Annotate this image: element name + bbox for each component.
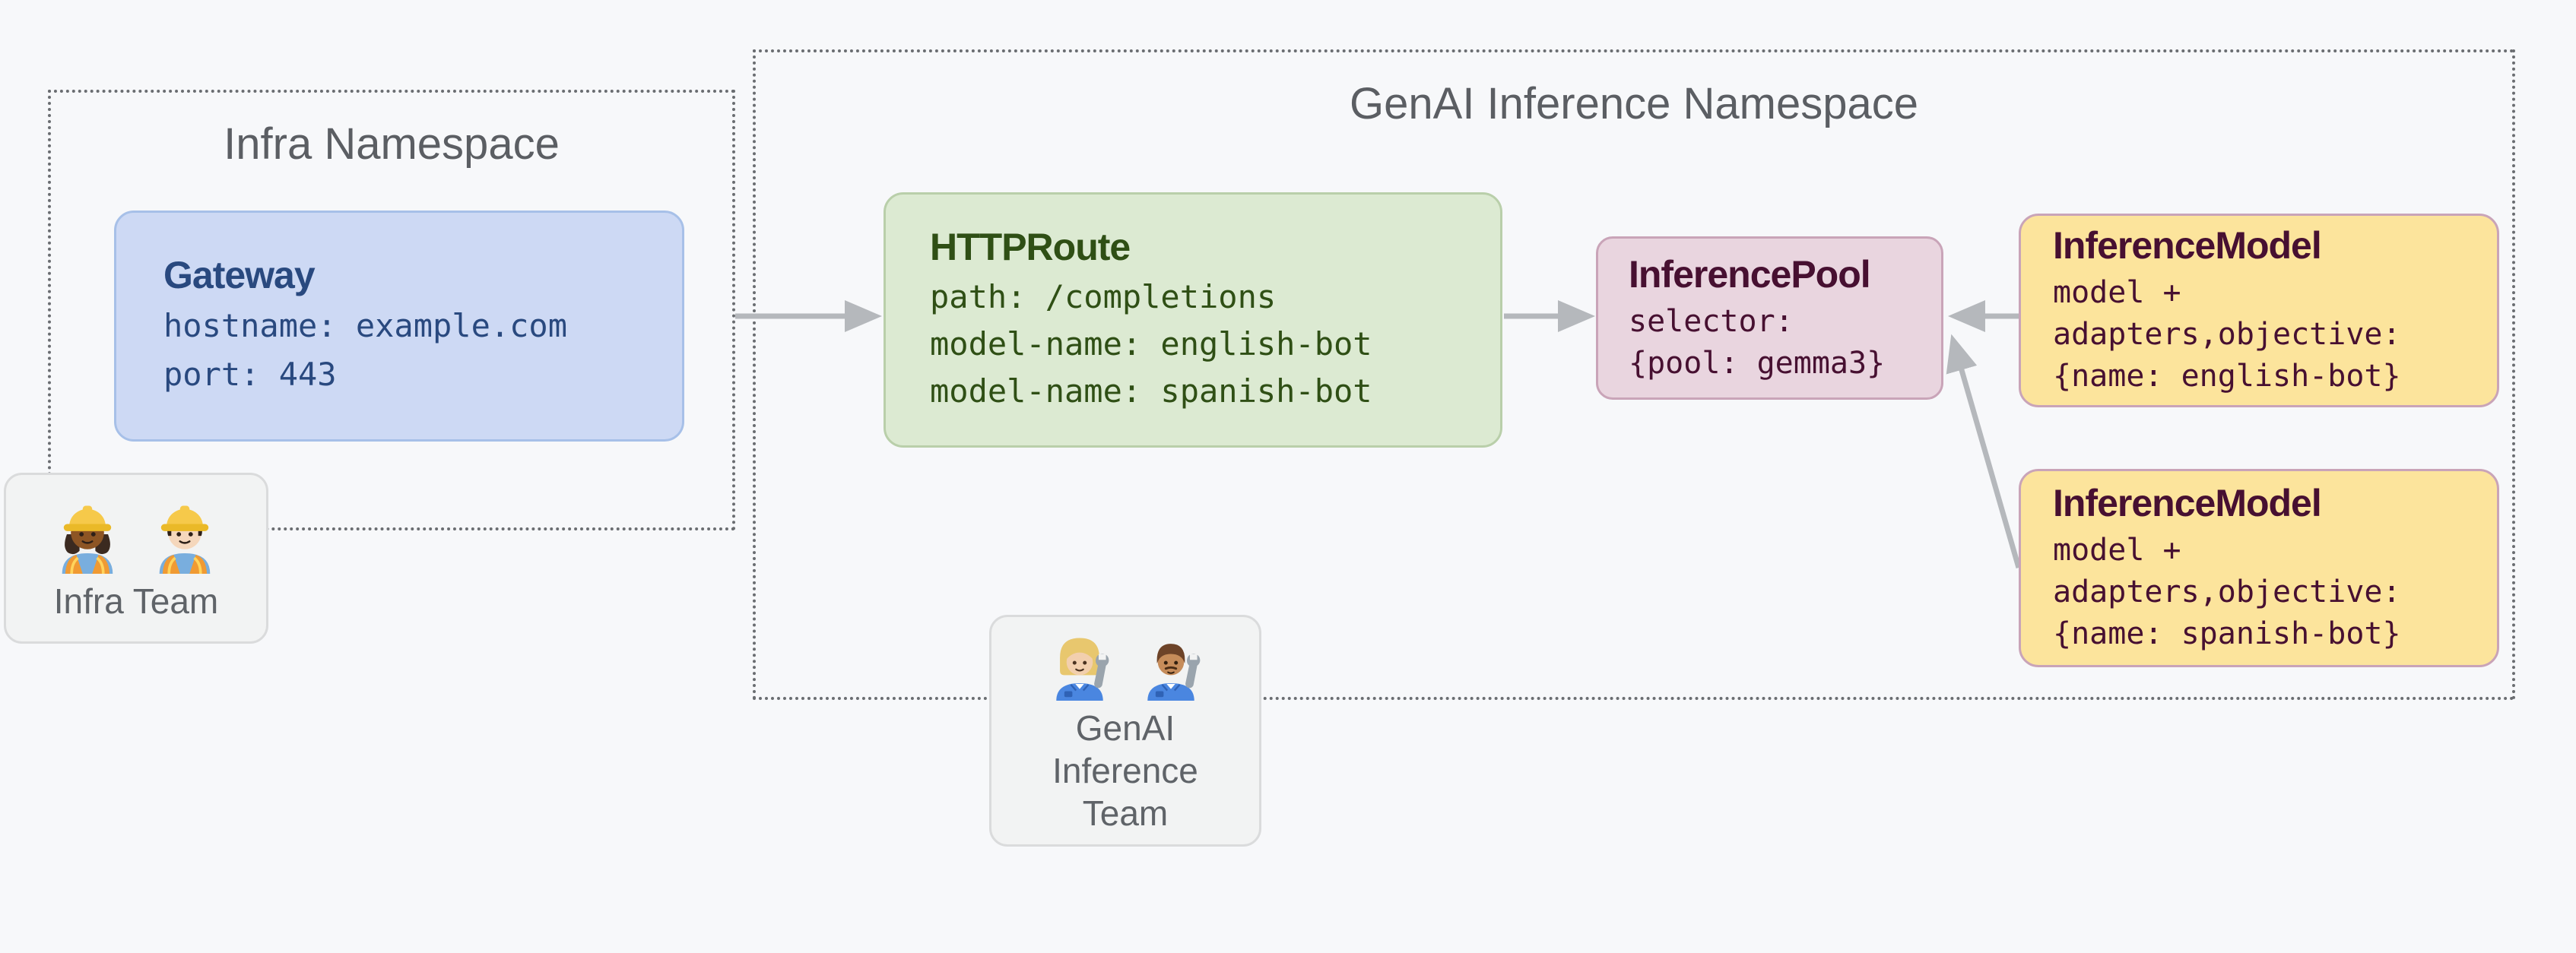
inferencepool-selector-line: selector:: [1629, 303, 1794, 339]
genai-inference-team-card: GenAI Inference Team: [989, 615, 1261, 847]
infra-team-label: Infra Team: [53, 581, 219, 621]
inferencemodel-spanish-title: InferenceModel: [2053, 482, 2322, 524]
inferencemodel-spanish-line-1: model +: [2053, 533, 2181, 568]
inferencemodel-spanish-line-3: {name: spanish-bot}: [2053, 616, 2401, 651]
httproute-model-spanish-line: model-name: spanish-bot: [930, 372, 1372, 410]
inferencemodel-english-line-2: adapters,objective:: [2053, 317, 2401, 352]
woman-construction-worker-emoji: [62, 505, 113, 574]
infra-namespace-title: Infra Namespace: [224, 119, 560, 169]
infra-team-card: Infra Team: [4, 473, 268, 644]
gateway-node: Gateway hostname: example.com port: 443: [114, 211, 684, 442]
httproute-model-english-line: model-name: english-bot: [930, 325, 1372, 363]
inferencemodel-english-line-1: model +: [2053, 275, 2181, 310]
genai-inference-namespace-title: GenAI Inference Namespace: [1350, 79, 1918, 128]
genai-inference-team-label: GenAI Inference Team: [1052, 708, 1198, 833]
genai-inference-namespace-container: GenAI Inference Namespace: [753, 49, 2515, 700]
woman-mechanic-emoji: [1056, 637, 1109, 701]
httproute-path-line: path: /completions: [930, 278, 1277, 315]
inferencemodel-english-node: InferenceModel model + adapters,objectiv…: [2019, 214, 2499, 407]
httproute-node-title: HTTPRoute: [930, 226, 1131, 268]
man-mechanic-emoji: [1147, 643, 1201, 701]
inferencemodel-spanish-node: InferenceModel model + adapters,objectiv…: [2019, 469, 2499, 667]
inferencepool-node-title: InferencePool: [1629, 252, 1871, 296]
inferencepool-node: InferencePool selector: {pool: gemma3}: [1596, 236, 1943, 400]
infra-namespace-container: Infra Namespace: [48, 90, 735, 530]
httproute-node: HTTPRoute path: /completions model-name:…: [884, 192, 1502, 448]
inferencemodel-english-line-3: {name: english-bot}: [2053, 359, 2401, 394]
inferencemodel-english-title: InferenceModel: [2053, 224, 2322, 267]
gateway-port-line: port: 443: [163, 356, 337, 393]
inferencepool-pool-line: {pool: gemma3}: [1629, 345, 1886, 381]
genai-team-emoji-row: [1043, 628, 1207, 701]
gateway-node-title: Gateway: [163, 254, 316, 296]
man-construction-worker-emoji: [159, 505, 211, 574]
inferencemodel-spanish-line-2: adapters,objective:: [2053, 575, 2401, 609]
gateway-hostname-line: hostname: example.com: [163, 307, 568, 344]
infra-team-emoji-row: [48, 495, 224, 574]
